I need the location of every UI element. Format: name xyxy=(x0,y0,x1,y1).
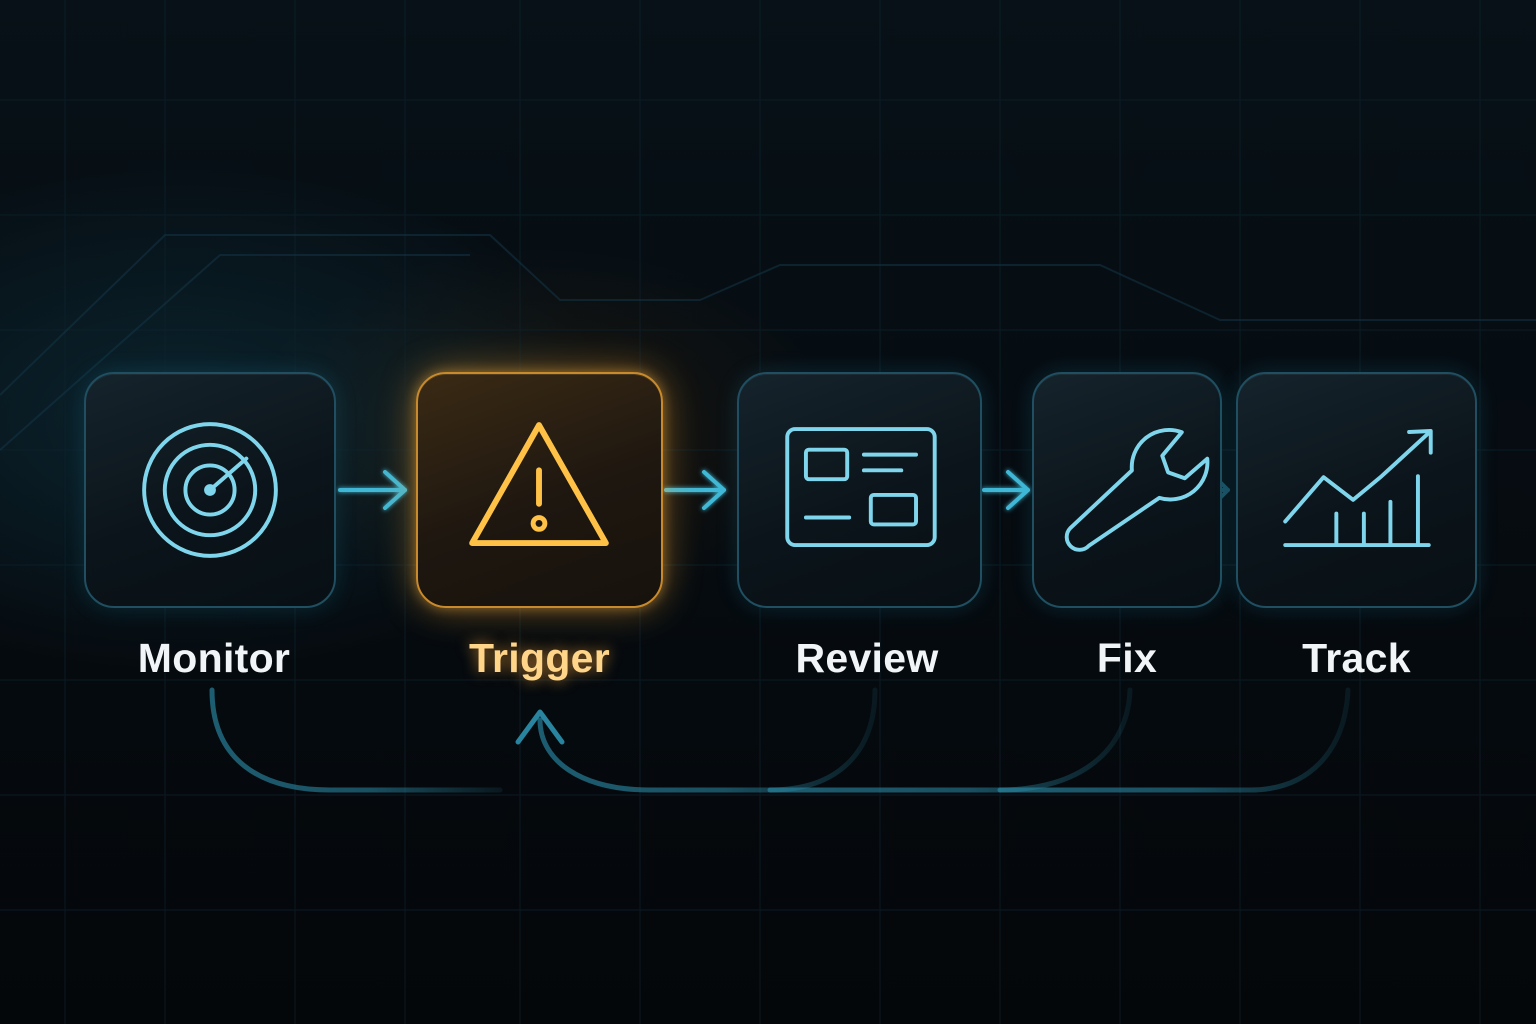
step-fix[interactable] xyxy=(1032,372,1222,608)
feedback-arrowhead xyxy=(515,709,565,745)
warning-icon xyxy=(469,422,609,547)
step-track[interactable] xyxy=(1236,372,1477,608)
arrow-trigger-to-review xyxy=(664,470,726,510)
growth-chart-icon xyxy=(1283,429,1433,548)
step-label-review: Review xyxy=(795,635,939,681)
arrow-review-to-fix xyxy=(982,470,1030,510)
step-label-fix: Fix xyxy=(1096,635,1158,681)
dashboard-icon xyxy=(785,427,937,548)
step-trigger[interactable] xyxy=(416,372,663,608)
step-label-monitor: Monitor xyxy=(137,635,291,681)
step-label-trigger: Trigger xyxy=(468,635,611,681)
arrow-monitor-to-trigger xyxy=(338,470,407,510)
radar-icon xyxy=(142,422,278,558)
step-review[interactable] xyxy=(737,372,982,608)
wrench-icon xyxy=(1064,428,1210,552)
step-monitor[interactable] xyxy=(84,372,336,608)
step-label-track: Track xyxy=(1302,635,1411,681)
feedback-loop xyxy=(209,687,1351,793)
